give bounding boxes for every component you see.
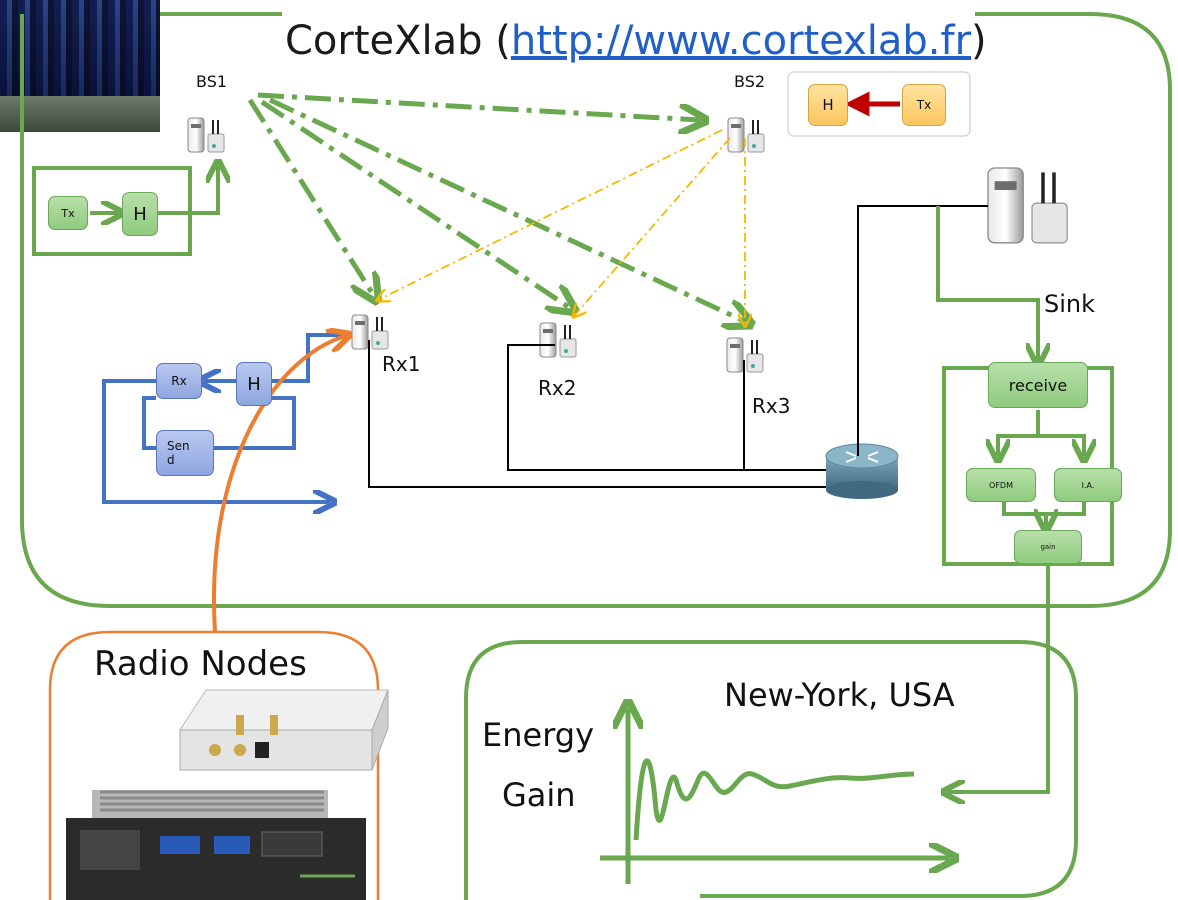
sink-node-icon [987,167,1068,244]
ia-block: I.A. [1054,468,1122,502]
bs2-node-icon [727,117,765,153]
bs1-h-block: H [122,192,158,236]
rx-block: Rx [156,363,202,399]
rx2-node-icon [539,322,577,358]
bs1-tx-block: Tx [48,196,88,230]
gain-label: Gain [502,776,576,814]
title-prefix: CorteXlab ( [285,18,511,64]
send-block: Sen d [156,430,214,476]
ofdm-block: OFDM [966,468,1036,502]
bs2-tx-block: Tx [902,84,946,126]
radio-nodes-title: Radio Nodes [94,644,307,684]
title-suffix: ) [971,18,987,64]
cortexlab-frame [20,12,1172,608]
bs2-h-block: H [808,84,848,126]
bs1-node-icon [187,117,225,153]
remote-location-label: New-York, USA [724,676,955,714]
bs1-label: BS1 [196,72,228,91]
receive-block: receive [988,362,1088,408]
energy-label: Energy [482,716,595,754]
usrp-device-image [179,689,389,771]
rx3-label: Rx3 [752,394,791,418]
send-block-line2: d [167,453,175,467]
page-title: CorteXlab (http://www.cortexlab.fr) [285,18,987,64]
rx1-label: Rx1 [382,352,421,376]
router-icon [825,443,899,499]
pc-device-image [66,790,366,900]
sink-label: Sink [1044,290,1096,318]
cortexlab-link[interactable]: http://www.cortexlab.fr [510,18,972,64]
bs2-label: BS2 [734,72,766,91]
rx-h-block: H [236,362,272,406]
rx2-label: Rx2 [538,376,577,400]
send-block-line1: Sen [167,439,190,453]
lab-photo-floor [0,96,160,132]
energy-gain-curve [633,758,915,841]
gain-block: gain [1014,530,1082,564]
